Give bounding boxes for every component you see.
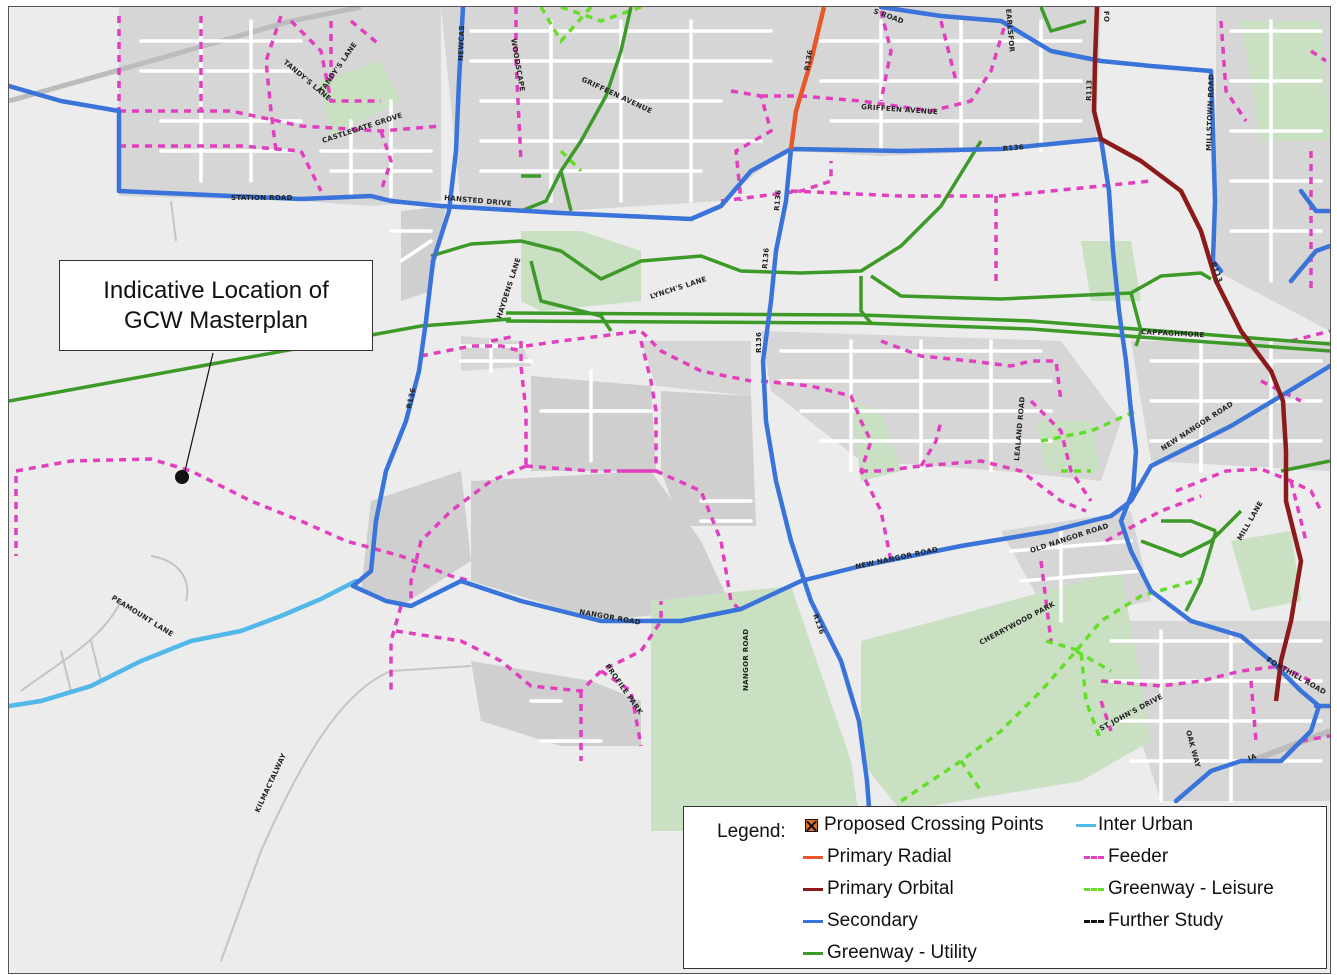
- secondary-line-icon: [803, 919, 823, 923]
- label-r136-a: R136: [773, 189, 783, 211]
- legend-label-secondary: Secondary: [827, 910, 918, 931]
- label-r136-right: R136: [755, 332, 763, 353]
- masterplan-location-marker[interactable]: [175, 470, 189, 484]
- legend-item-greenway-leisure: Greenway - Leisure: [1084, 877, 1274, 901]
- label-r136-west: R136: [405, 387, 417, 409]
- masterplan-callout: Indicative Location of GCW Masterplan: [59, 260, 373, 351]
- legend-item-further-study: Further Study: [1084, 909, 1223, 933]
- callout-leader-line: [184, 352, 214, 472]
- legend-item-feeder: Feeder: [1084, 845, 1168, 869]
- legend-label-greenway-leisure: Greenway - Leisure: [1108, 878, 1274, 899]
- legend-label-primary-radial: Primary Radial: [827, 846, 952, 867]
- legend-label-proposed-crossing-points: Proposed Crossing Points: [824, 814, 1044, 835]
- label-lynchs-lane: LYNCH'S LANE: [649, 275, 708, 301]
- callout-line-2: GCW Masterplan: [123, 306, 309, 334]
- greenway-leisure-line-icon: [1084, 887, 1104, 891]
- further-study-line-icon: [1084, 919, 1104, 923]
- legend-item-primary-orbital: Primary Orbital: [803, 877, 954, 901]
- primary-radial-route: [788, 7, 827, 150]
- secondary-routes: [9, 7, 1330, 810]
- industrial-areas: [361, 206, 756, 746]
- label-nangor-road-2: NANGOR ROAD: [742, 629, 750, 691]
- primary-orbital-route: [1091, 7, 1304, 702]
- inter-urban-route: [9, 578, 359, 709]
- feeder-routes: [14, 7, 1330, 761]
- legend-label-feeder: Feeder: [1108, 846, 1169, 867]
- map-svg: TANDY'S LANE TANDY'S LANE CASTLEGATE GRO…: [9, 7, 1330, 962]
- label-millstown-road: MILLSTOWN ROAD: [1205, 74, 1216, 151]
- legend-label-inter-urban: Inter Urban: [1098, 814, 1194, 835]
- legend-title: Legend:: [717, 821, 786, 842]
- primary-radial-line-icon: [803, 855, 823, 859]
- feeder-line-icon: [1084, 855, 1104, 859]
- legend-item-primary-radial: Primary Radial: [803, 845, 952, 869]
- inter-urban-line-icon: [1076, 823, 1096, 827]
- label-peamount-lane: PEAMOUNT LANE: [110, 594, 175, 639]
- label-newcastle: NEWCAS: [457, 25, 466, 61]
- label-r136-mid: R136: [1002, 143, 1024, 153]
- label-r136-b: R136: [761, 247, 771, 269]
- callout-line-1: Indicative Location of: [103, 276, 329, 304]
- legend-label-greenway-utility: Greenway - Utility: [827, 942, 977, 963]
- map-legend: Legend: Proposed Crossing Points Inter U…: [683, 806, 1327, 969]
- label-station-road: STATION ROAD: [231, 194, 293, 202]
- primary-orbital-line-icon: [803, 887, 823, 891]
- greenway-leisure-routes: [539, 7, 1202, 803]
- greenway-utility-line-icon: [803, 951, 823, 955]
- legend-label-primary-orbital: Primary Orbital: [827, 878, 954, 899]
- crossing-point-icon: [805, 818, 818, 832]
- label-cappaghmore: CAPPAGHMORE: [1141, 328, 1205, 339]
- map-canvas[interactable]: TANDY'S LANE TANDY'S LANE CASTLEGATE GRO…: [8, 6, 1331, 974]
- legend-item-secondary: Secondary: [803, 909, 918, 933]
- label-mill-lane: MILL LANE: [1236, 500, 1265, 542]
- legend-item-inter-urban: Inter Urban: [1076, 813, 1193, 837]
- legend-label-further-study: Further Study: [1108, 910, 1224, 931]
- label-ia: IA: [1247, 752, 1258, 763]
- label-new-nangor-road-2: NEW NANGOR ROAD: [855, 546, 939, 571]
- label-earlsfort: EARLSFOR: [1004, 8, 1016, 52]
- label-haydens-lane: HAYDENS LANE: [495, 257, 522, 320]
- grey-roads: [20, 200, 472, 962]
- legend-item-proposed-crossing-points: Proposed Crossing Points: [805, 813, 1044, 837]
- label-r136-south: R136: [811, 613, 826, 636]
- label-r113-top: R113: [1085, 80, 1094, 101]
- legend-item-greenway-utility: Greenway - Utility: [803, 941, 977, 965]
- label-fonthill-top: FO: [1102, 11, 1110, 23]
- label-r136-top: R136: [803, 49, 815, 71]
